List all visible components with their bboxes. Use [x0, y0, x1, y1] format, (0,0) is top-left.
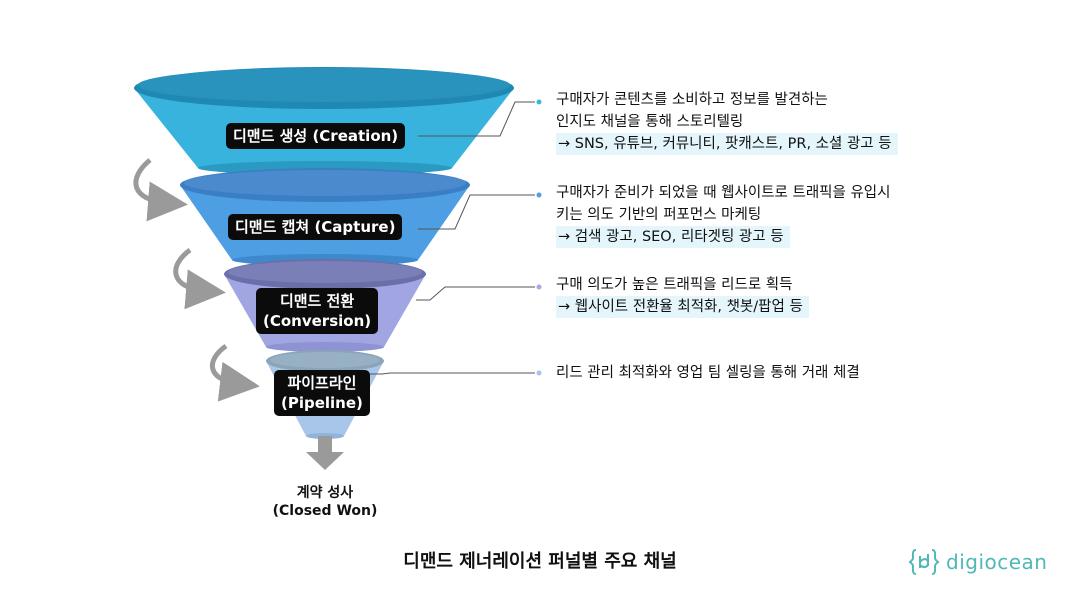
stage-label-conversion: 디맨드 전환 (Conversion) [256, 288, 378, 334]
connector-dots [537, 100, 542, 376]
description-line: 구매자가 준비가 되었을 때 웹사이트로 트래픽을 유입시 [556, 182, 890, 204]
closed-won-text: 계약 성사 [245, 484, 405, 502]
stage-label-text: 파이프라인 [281, 373, 363, 393]
channel-examples: → 검색 광고, SEO, 리타겟팅 광고 등 [556, 226, 790, 248]
stage-label-text: 디맨드 전환 [263, 291, 371, 311]
description-line: 키는 의도 기반의 퍼포먼스 마케팅 [556, 204, 890, 226]
funnel-stage-creation [134, 67, 514, 175]
closed-won-subtext: (Closed Won) [245, 502, 405, 520]
stage-label-subtext: (Conversion) [263, 311, 371, 331]
stage-label-text: 디맨드 캡쳐 (Capture) [235, 218, 395, 236]
curved-arrow-icon [176, 250, 206, 291]
stage-label-capture: 디맨드 캡쳐 (Capture) [228, 214, 402, 240]
closed-won-label: 계약 성사 (Closed Won) [245, 484, 405, 520]
brand-name: digiocean [946, 550, 1047, 574]
channel-examples: → 웹사이트 전환율 최적화, 챗봇/팝업 등 [556, 296, 809, 318]
description-line: 리드 관리 최적화와 영업 팀 셀링을 통해 거래 체결 [556, 362, 860, 384]
stage-description-capture: 구매자가 준비가 되었을 때 웹사이트로 트래픽을 유입시 키는 의도 기반의 … [556, 182, 890, 248]
channel-examples: → SNS, 유튜브, 커뮤니티, 팟캐스트, PR, 소셜 광고 등 [556, 133, 898, 155]
stage-label-subtext: (Pipeline) [281, 393, 363, 413]
stage-label-creation: 디맨드 생성 (Creation) [226, 123, 405, 149]
curved-arrow-icon [136, 160, 168, 203]
description-line: 구매자가 콘텐츠를 소비하고 정보를 발견하는 [556, 89, 898, 111]
stage-description-conversion: 구매 의도가 높은 트래픽을 리드로 획득 → 웹사이트 전환율 최적화, 챗봇… [556, 274, 809, 318]
curved-arrow-icon [212, 346, 240, 384]
description-line: 인지도 채널을 통해 스토리텔링 [556, 111, 898, 133]
down-arrow-icon [306, 436, 344, 470]
stage-label-text: 디맨드 생성 (Creation) [233, 127, 398, 145]
digiocean-logo-icon [908, 546, 940, 578]
stage-label-pipeline: 파이프라인 (Pipeline) [274, 370, 370, 416]
stage-description-pipeline: 리드 관리 최적화와 영업 팀 셀링을 통해 거래 체결 [556, 362, 860, 384]
description-line: 구매 의도가 높은 트래픽을 리드로 획득 [556, 274, 809, 296]
brand-logo: digiocean [908, 545, 1047, 579]
stage-description-creation: 구매자가 콘텐츠를 소비하고 정보를 발견하는 인지도 채널을 통해 스토리텔링… [556, 89, 898, 155]
